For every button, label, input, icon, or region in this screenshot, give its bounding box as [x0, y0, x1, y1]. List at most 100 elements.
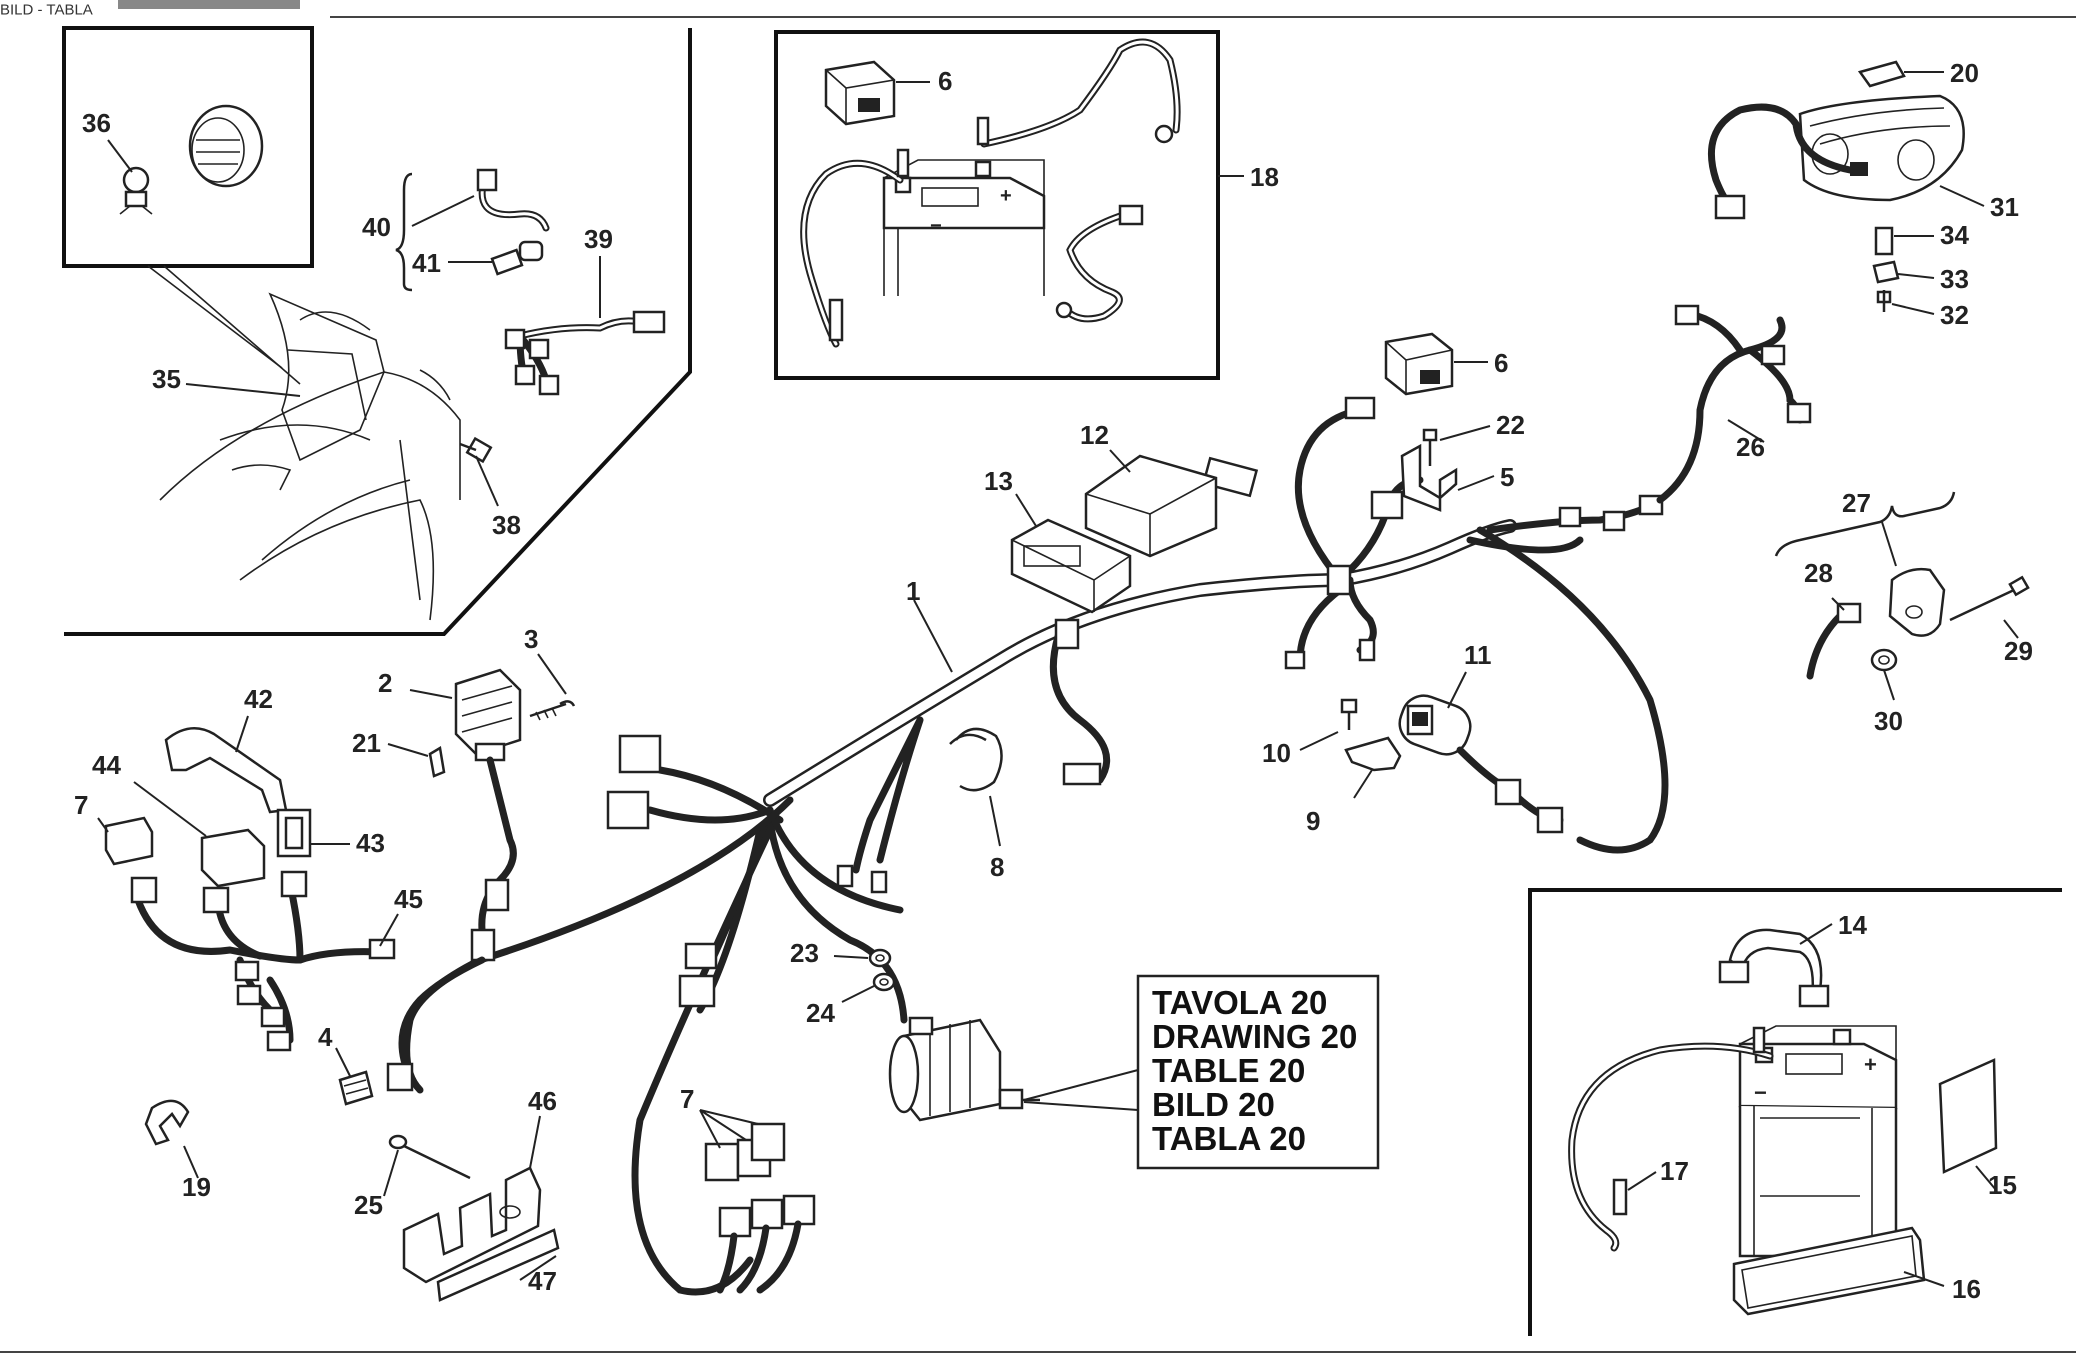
screw-3 — [529, 700, 576, 721]
lead-19 — [183, 1145, 199, 1179]
capacitor-11 — [1398, 694, 1564, 834]
washer-23 — [868, 948, 892, 968]
connector-26b — [1602, 510, 1626, 532]
connector-26c — [1638, 494, 1664, 516]
callout-33: 33 — [1940, 264, 1969, 294]
relay-6-center — [1384, 332, 1454, 396]
cluster-connector — [1714, 194, 1746, 220]
breadcrumb: BILD - TABLA — [0, 1, 93, 18]
brace-27 — [1774, 491, 1956, 557]
lead-5 — [1457, 475, 1495, 491]
callout-30: 30 — [1874, 706, 1903, 736]
socket-41 — [490, 240, 544, 276]
lead-22 — [1439, 425, 1491, 441]
callout-36: 36 — [82, 108, 111, 138]
callout-43: 43 — [356, 828, 385, 858]
grommet-33 — [1872, 260, 1900, 284]
battery-cable-17 — [1568, 1026, 1774, 1252]
relay-cluster-7 — [704, 1122, 816, 1294]
screw-32 — [1876, 290, 1892, 312]
lead-29 — [2003, 619, 2019, 639]
lead-25 — [383, 1149, 399, 1197]
relay-7-left — [104, 816, 154, 866]
connector-c-lower — [1062, 762, 1102, 786]
lead-33 — [1897, 273, 1935, 279]
relay-socket-5 — [1370, 490, 1404, 520]
lead-21 — [387, 743, 429, 757]
lead-12 — [1109, 449, 1131, 473]
pad-47 — [436, 1228, 560, 1302]
lead-26 — [1727, 419, 1765, 443]
lead-2 — [409, 689, 453, 699]
battery-minus-mark: − — [930, 215, 942, 237]
callout-28: 28 — [1804, 558, 1833, 588]
bolt-29 — [1949, 575, 2030, 622]
callout-19: 19 — [182, 1172, 211, 1202]
callout-31: 31 — [1990, 192, 2019, 222]
lead-7-cluster — [699, 1109, 759, 1149]
callout-41: 41 — [412, 248, 441, 278]
connector-mid-a — [684, 942, 718, 970]
harness-45 — [130, 870, 396, 1052]
header-strip: BILD - TABLA — [0, 0, 2076, 18]
terminal-a — [836, 864, 854, 888]
lead-11 — [1447, 671, 1467, 709]
callout-23: 23 — [790, 938, 819, 968]
lead-32 — [1891, 303, 1935, 315]
drawing-reference-box: TAVOLA 20 DRAWING 20 TABLE 20 BILD 20 TA… — [1136, 974, 1380, 1170]
callout-16: 16 — [1952, 1274, 1981, 1304]
callout-45: 45 — [394, 884, 423, 914]
callout-9: 9 — [1306, 806, 1320, 836]
connector-left-lower — [606, 790, 650, 830]
callout-44: 44 — [92, 750, 121, 780]
harness-clamp-a — [1326, 564, 1352, 596]
callout-7b: 7 — [680, 1084, 694, 1114]
inset-outline — [64, 28, 692, 636]
callout-34: 34 — [1940, 220, 1969, 250]
lead-44 — [133, 781, 207, 837]
callout-46: 46 — [528, 1086, 557, 1116]
lead-42 — [235, 715, 249, 753]
regulator-2 — [454, 668, 522, 962]
handle-14 — [1718, 928, 1830, 1008]
headlight-inset-panel — [62, 26, 692, 636]
front-fairing — [159, 292, 461, 621]
switch-27-body — [1888, 567, 1946, 637]
lead-23 — [833, 955, 869, 959]
drawing-reference-frame — [1136, 974, 1380, 1170]
dashboard-group — [1707, 60, 1985, 315]
bolt-10 — [1340, 698, 1358, 730]
ecu-cover-13 — [1010, 518, 1132, 614]
callout-7a: 7 — [74, 790, 88, 820]
lead-38 — [475, 455, 499, 507]
clamp-19 — [144, 1099, 190, 1146]
callout-42: 42 — [244, 684, 273, 714]
cluster-wire — [1707, 103, 1854, 208]
lead-13 — [1015, 493, 1037, 527]
callout-26: 26 — [1736, 432, 1765, 462]
callout-29: 29 — [2004, 636, 2033, 666]
instrument-cluster-31 — [1798, 94, 1965, 202]
plate-46 — [402, 1166, 542, 1284]
lead-9 — [1353, 769, 1373, 799]
header-tab — [118, 0, 300, 9]
callout-18: 18 — [1250, 162, 1279, 192]
connector-left-upper — [618, 734, 662, 774]
connector-26a — [1558, 506, 1582, 528]
battery-lower-outline — [1528, 888, 2062, 1336]
harness-39 — [504, 310, 666, 396]
connector-mid-b — [678, 974, 716, 1008]
detail-lead-a — [147, 265, 283, 369]
callout-27: 27 — [1842, 488, 1871, 518]
callout-35: 35 — [152, 364, 181, 394]
bulb-detail-box — [62, 26, 314, 268]
lead-46 — [529, 1115, 541, 1169]
detail-lead-b — [163, 265, 301, 385]
callout-14: 14 — [1838, 910, 1867, 940]
battery-large: + − — [1738, 1025, 1898, 1258]
terminal-c — [1358, 638, 1376, 662]
terminal-b — [870, 870, 888, 894]
callout-2: 2 — [378, 668, 392, 698]
lead-45 — [379, 913, 399, 947]
